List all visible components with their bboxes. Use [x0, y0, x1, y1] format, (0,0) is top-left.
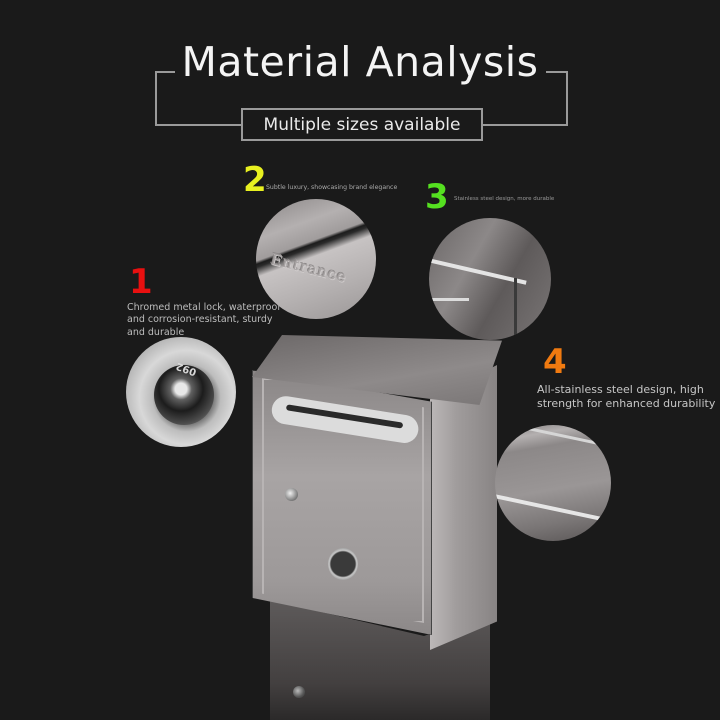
bracket-line-left-top	[155, 71, 175, 73]
mailbox-reflection	[270, 600, 490, 720]
feature-caption-3: Stainless steel design, more durable	[454, 196, 555, 202]
reflection-screw	[293, 686, 305, 698]
viewing-window	[328, 548, 358, 580]
detail-circle-corner	[429, 218, 551, 340]
bracket-line-right	[482, 71, 568, 126]
corner-edge-highlight	[429, 256, 527, 285]
feature-caption-2: Subtle luxury, showcasing brand elegance	[266, 184, 398, 191]
detail-circle-lock: 092	[126, 337, 236, 447]
subtitle-badge: Multiple sizes available	[241, 108, 483, 141]
steel-edge-highlight-top	[515, 425, 611, 453]
mail-slot	[269, 394, 421, 445]
feature-number-4: 4	[543, 342, 567, 382]
steel-edge-highlight-bottom	[495, 493, 611, 525]
feature-number-1: 1	[129, 262, 153, 302]
engraved-text: Entrance	[268, 249, 349, 287]
mailbox-front-door	[252, 370, 432, 635]
bracket-line-left	[155, 71, 241, 126]
mailbox-side-panel	[430, 365, 497, 650]
detail-circle-engraving: Entrance	[256, 199, 376, 319]
feature-number-3: 3	[425, 177, 449, 217]
inner-edge-highlight	[429, 298, 469, 301]
corner-edge-shadow	[514, 278, 517, 340]
bracket-line-right-top	[546, 71, 568, 73]
mailbox-door-frame	[262, 378, 424, 623]
lock-keyhole-icon	[285, 488, 298, 501]
detail-circle-brushed-steel	[495, 425, 611, 541]
subtitle-text: Multiple sizes available	[263, 114, 461, 135]
feature-number-2: 2	[243, 160, 267, 200]
feature-caption-4: All-stainless steel design, high strengt…	[537, 383, 716, 411]
lock-cylinder-icon	[154, 365, 214, 425]
feature-caption-1: Chromed metal lock, waterproof and corro…	[127, 302, 281, 338]
page-title: Material Analysis	[181, 38, 539, 86]
mailbox-top-panel	[252, 335, 502, 405]
